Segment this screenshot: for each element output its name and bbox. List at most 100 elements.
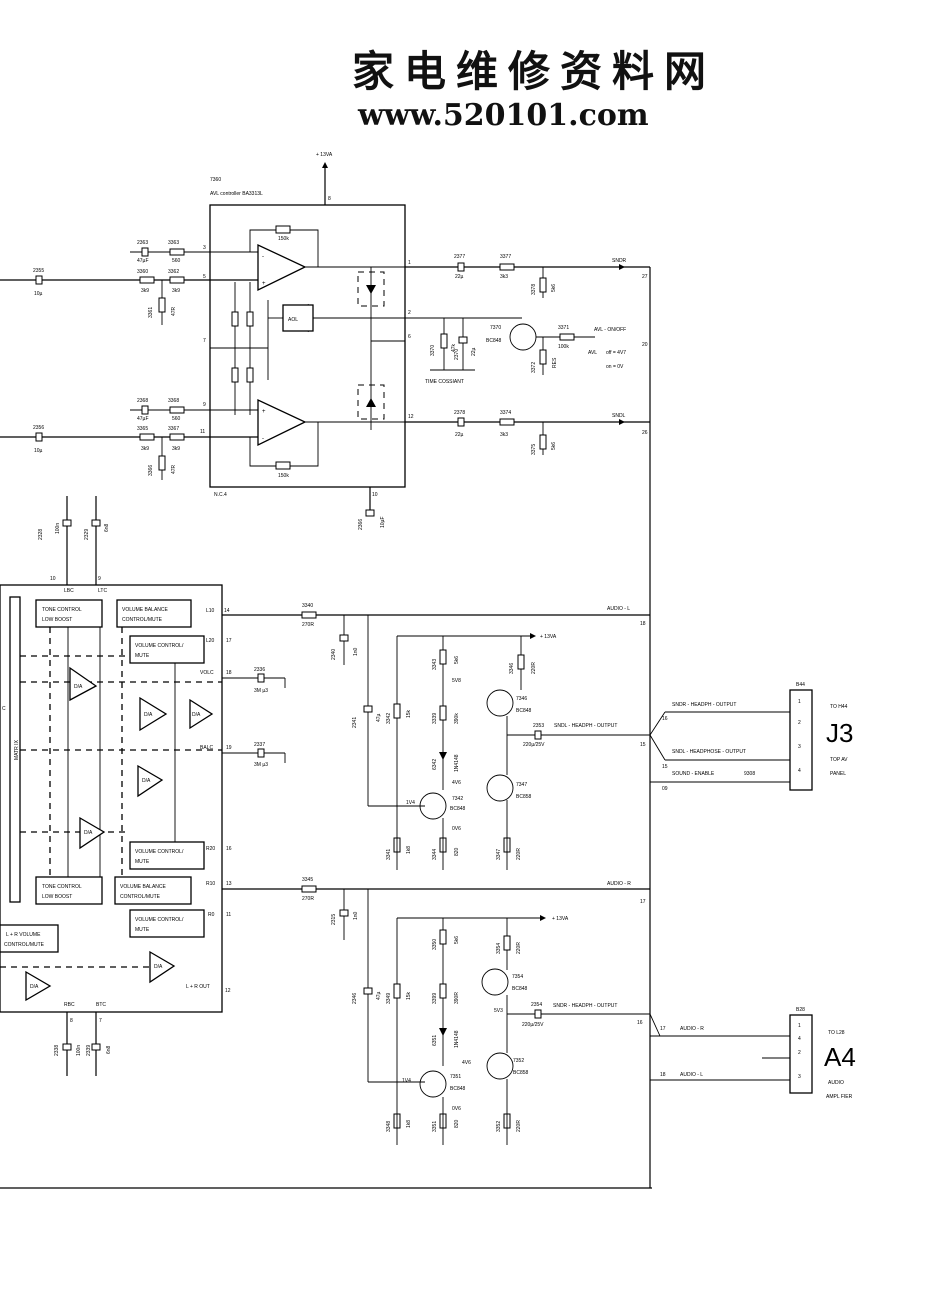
cap-2356-value: 10µ xyxy=(34,448,43,454)
avl-supply-label: + 13VA xyxy=(316,152,333,158)
cap-2356 xyxy=(35,432,43,442)
tone-pin-8: 8 xyxy=(70,1018,73,1024)
audio-lines: 3340 270R 2340 1n0 AUDIO - L 18 3345 270… xyxy=(222,603,650,940)
tone-pin-9: 9 xyxy=(98,576,101,582)
avl-on: on = 0V xyxy=(606,364,624,370)
cap-2337-value: 3M µ3 xyxy=(254,762,268,768)
cap-2366-value: 10µF xyxy=(380,517,386,529)
pin-r20: R20 xyxy=(206,846,215,852)
b28-al: AUDIO - L xyxy=(680,1072,703,1078)
b44-w15: 15 xyxy=(662,764,668,770)
b44-w16: 16 xyxy=(662,716,668,722)
res-3368 xyxy=(169,406,185,414)
transistor-7346 xyxy=(486,689,514,717)
res-3340 xyxy=(301,611,317,619)
transistor-7347 xyxy=(486,774,514,802)
cap-2339-value: 6n8 xyxy=(106,1045,112,1054)
pin-20: 20 xyxy=(642,342,648,348)
pin-r0: R0 xyxy=(208,912,215,918)
cap-2339-ref: 2339 xyxy=(86,1045,92,1056)
res-3362-value: 3k9 xyxy=(172,288,180,294)
res-3339-value: 390k xyxy=(454,713,460,724)
pin-12-tone: 12 xyxy=(225,988,231,994)
pin-17-tone: 17 xyxy=(226,638,232,644)
fb-bot-res xyxy=(275,461,291,470)
b28-to: TO L28 xyxy=(828,1030,845,1036)
dia-4 xyxy=(137,764,164,798)
cap-2354-value: 220µ/25V xyxy=(522,1022,544,1028)
res-3349 xyxy=(393,983,401,999)
diode-6342 xyxy=(439,752,447,760)
res-3345-ref: 3345 xyxy=(302,877,313,883)
b44-body xyxy=(789,689,813,791)
b28-ar: AUDIO - R xyxy=(680,1026,704,1032)
cap-2355-value: 10µ xyxy=(34,291,43,297)
res-3347-ref: 3347 xyxy=(496,849,502,860)
cap-2329 xyxy=(91,519,101,527)
res-3342 xyxy=(393,703,401,719)
b44-to: TO H44 xyxy=(830,704,848,710)
vbal-top-l2: CONTROL/MUTE xyxy=(122,617,163,623)
hpr-supply: + 13VA xyxy=(552,916,569,922)
res-3341-value: 1k8 xyxy=(406,846,412,854)
res-3375-ref: 3375 xyxy=(531,444,537,455)
hpl-1v4: 1V4 xyxy=(406,800,415,806)
cap-2336-ref: 2336 xyxy=(254,667,265,673)
res-3350-ref: 3350 xyxy=(432,939,438,950)
vbal-top-l1: VOLUME BALANCE xyxy=(122,607,169,613)
cap-2363 xyxy=(141,247,149,257)
headphone-amp-right: + 13VA 2346 47µ 3349 15k 3350 5k6 3399 3… xyxy=(352,889,650,1145)
tone-control-top xyxy=(35,599,103,628)
ladder-res-1 xyxy=(231,311,239,327)
res-3370-value: 47k xyxy=(451,343,457,352)
res-3366-value: 47R xyxy=(171,464,177,474)
btc-label: BTC xyxy=(96,1002,106,1008)
ladder-res-4 xyxy=(246,367,254,383)
matrix-c: C xyxy=(2,706,6,712)
res-3349-value: 15k xyxy=(406,991,412,1000)
res-3351-ref: 3351 xyxy=(432,1121,438,1132)
cap-2363-value: 47µF xyxy=(137,258,149,264)
res-3378 xyxy=(539,277,547,293)
bus-boundary xyxy=(0,267,652,1189)
b28-pin-2: 2 xyxy=(798,1050,801,1056)
avl-ic-outline xyxy=(209,204,406,488)
res-3365-value: 3k9 xyxy=(141,446,149,452)
res-3372-value: RES xyxy=(552,357,558,368)
cap-2353-ref: 2353 xyxy=(533,723,544,729)
diode-6351-type: 1N4148 xyxy=(454,1030,460,1048)
res-3343-value: 5k6 xyxy=(454,656,460,664)
res-3371-value: 100k xyxy=(558,344,569,350)
res-3348-ref: 3348 xyxy=(386,1121,392,1132)
cap-2368 xyxy=(141,405,149,415)
rbc-label: RBC xyxy=(64,1002,75,1008)
dia-5 xyxy=(79,816,106,850)
b44-pin-2: 2 xyxy=(798,720,801,726)
hpr-supply-arrow xyxy=(540,915,546,921)
cap-2370-ref: 2370 xyxy=(454,349,460,360)
pin-11-tone: 11 xyxy=(226,912,231,918)
vol-mute-1-l1: VOLUME CONTROL/ xyxy=(135,643,184,649)
avl-inputs: 2355 10µ 2356 10µ 2363 47µF 3363 560 336… xyxy=(0,240,386,530)
pin-13: 13 xyxy=(226,881,232,887)
res-3361-ref: 3361 xyxy=(148,307,154,318)
res-3378-ref: 3378 xyxy=(531,284,537,295)
cap-2366 xyxy=(365,509,375,517)
res-3354-ref: 3354 xyxy=(496,943,502,954)
res-3347-value: 220R xyxy=(516,848,522,860)
time-constant-label: TIME COSSIANT xyxy=(425,379,464,385)
hpr-4v6: 4V6 xyxy=(462,1060,471,1066)
res-3363-value: 560 xyxy=(172,258,181,264)
sndr-label: SNDR xyxy=(612,258,627,264)
b44-pin-3: 3 xyxy=(798,744,801,750)
cap-2378-ref: 2378 xyxy=(454,410,465,416)
avl-onoff-label: AVL - ON/OFF xyxy=(594,327,626,333)
t7346-ref: 7346 xyxy=(516,696,527,702)
lbc-label: LBC xyxy=(64,588,74,594)
t7354-type: BC848 xyxy=(512,986,528,992)
hpl-supply: + 13VA xyxy=(540,634,557,640)
hpr-1v4: 1V4 xyxy=(402,1078,411,1084)
dia-4-label: D/A xyxy=(142,778,151,784)
cap-2341 xyxy=(363,705,373,713)
b28-body xyxy=(789,1014,813,1094)
